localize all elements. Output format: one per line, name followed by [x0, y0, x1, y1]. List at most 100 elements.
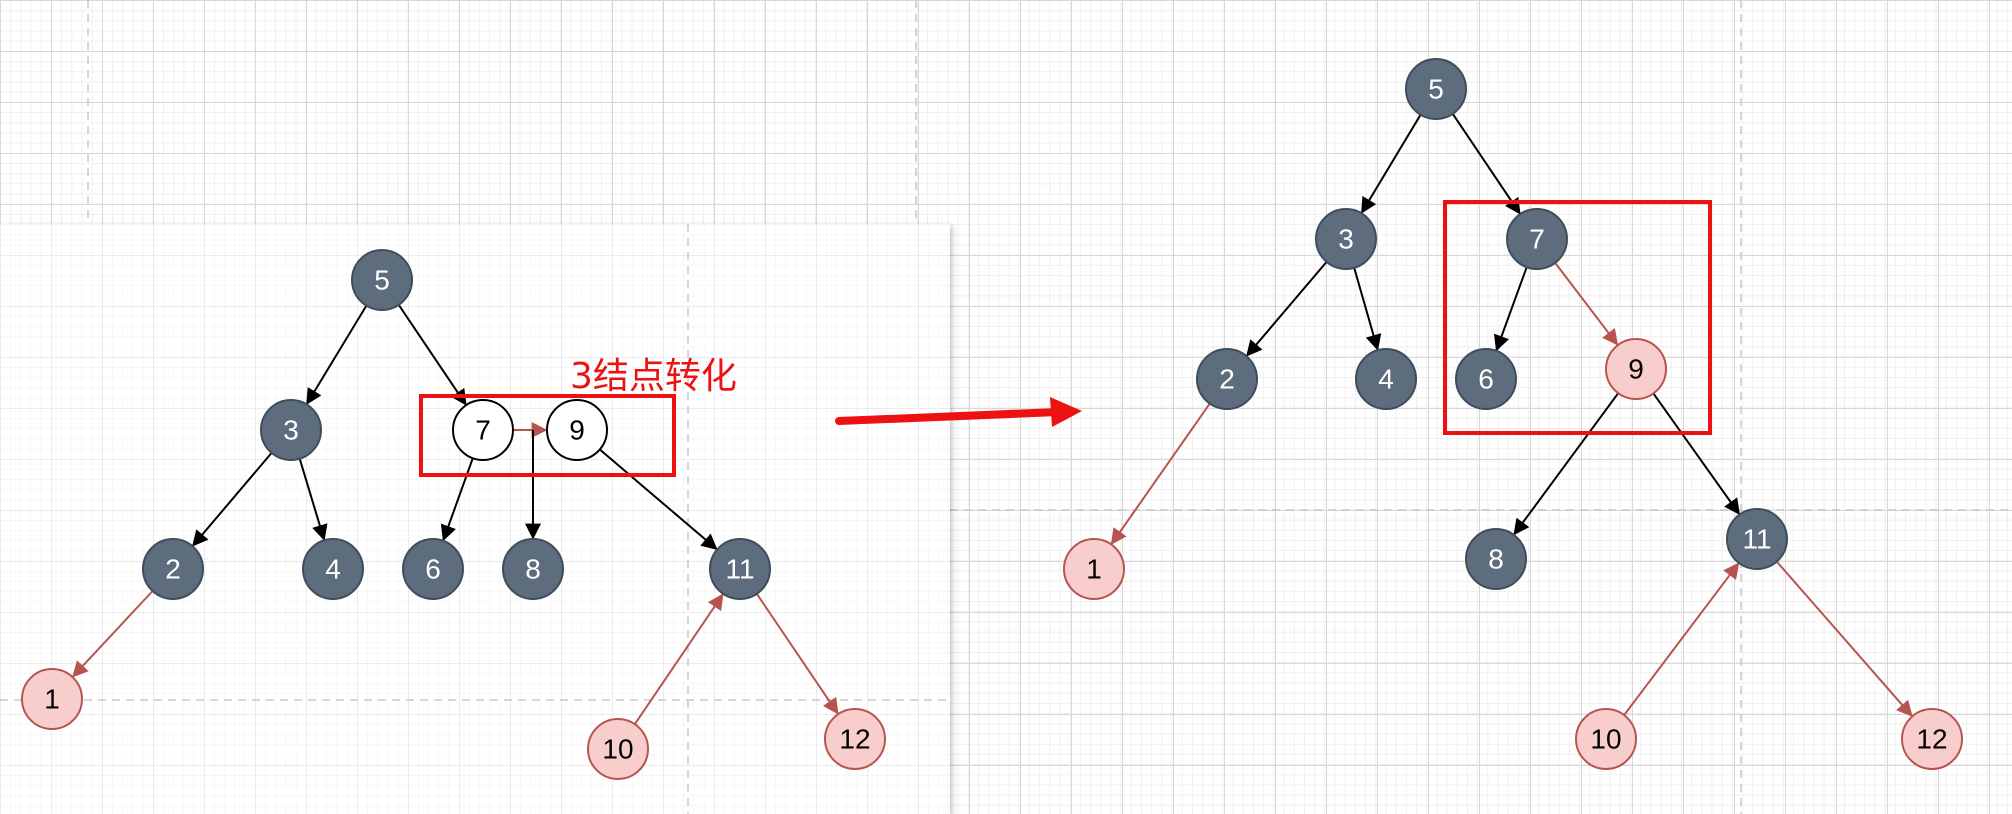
- after-highlight-box: [1443, 200, 1712, 435]
- after-edge-7-to-6: [1494, 266, 1528, 352]
- after-node-circle: [1901, 708, 1963, 770]
- after-node-11: 11: [1726, 508, 1788, 570]
- after-node-12: 12: [1901, 708, 1963, 770]
- before-node-6: 6: [402, 538, 464, 600]
- after-node-3: 3: [1315, 208, 1377, 270]
- before-node-circle: [351, 249, 413, 311]
- before-node-8: 8: [502, 538, 564, 600]
- page-guides: [87, 0, 2012, 814]
- after-node-circle: [1506, 208, 1568, 270]
- edges-layer: [72, 113, 1913, 725]
- transform-arrow: [835, 397, 1082, 427]
- before-node-circle: [302, 538, 364, 600]
- before-edge-11-to-12: [755, 593, 839, 715]
- before-node-label: 11: [725, 554, 754, 585]
- after-edge-11-to-12: [1776, 560, 1913, 717]
- before-node-circle: [587, 718, 649, 780]
- before-node-label: 5: [374, 265, 390, 296]
- after-node-circle: [1455, 348, 1517, 410]
- after-node-circle: [1315, 208, 1377, 270]
- after-node-9: 9: [1605, 338, 1667, 400]
- after-node-circle: [1405, 58, 1467, 120]
- before-node-label: 7: [475, 415, 491, 446]
- after-node-circle: [1063, 538, 1125, 600]
- before-edge-10-to-11: [633, 593, 724, 725]
- before-node-12: 12: [824, 708, 886, 770]
- before-node-2: 2: [142, 538, 204, 600]
- before-node-10: 10: [587, 718, 649, 780]
- after-node-label: 1: [1086, 554, 1102, 585]
- after-edge-5-to-7: [1451, 113, 1521, 215]
- after-node-label: 11: [1742, 524, 1771, 555]
- after-node-5: 5: [1405, 58, 1467, 120]
- after-node-2: 2: [1196, 348, 1258, 410]
- after-node-label: 6: [1478, 364, 1494, 395]
- after-edge-2-to-1: [1110, 403, 1211, 545]
- before-node-label: 8: [525, 554, 541, 585]
- after-node-4: 4: [1355, 348, 1417, 410]
- after-edge-7-to-9: [1554, 262, 1619, 346]
- after-node-label: 3: [1338, 224, 1354, 255]
- after-node-label: 9: [1628, 354, 1644, 385]
- annotation-label: 3结点转化: [570, 356, 737, 397]
- before-node-1: 1: [21, 668, 83, 730]
- before-node-circle: [21, 668, 83, 730]
- after-node-circle: [1726, 508, 1788, 570]
- before-edge-9-to-11: [599, 448, 718, 550]
- after-node-10: 10: [1575, 708, 1637, 770]
- before-node-label: 1: [44, 684, 60, 715]
- before-node-label: 9: [569, 415, 585, 446]
- after-node-circle: [1465, 528, 1527, 590]
- after-node-circle: [1575, 708, 1637, 770]
- before-node-3: 3: [260, 399, 322, 461]
- after-edge-10-to-11: [1623, 562, 1740, 716]
- before-node-circle: [142, 538, 204, 600]
- before-node-circle: [452, 399, 514, 461]
- after-node-label: 7: [1529, 224, 1545, 255]
- after-node-circle: [1196, 348, 1258, 410]
- before-node-label: 6: [425, 554, 441, 585]
- before-node-4: 4: [302, 538, 364, 600]
- before-edge-7-to-6: [440, 457, 474, 542]
- before-node-label: 4: [325, 554, 341, 585]
- after-edge-3-to-4: [1353, 267, 1382, 351]
- after-node-label: 8: [1488, 544, 1504, 575]
- before-node-circle: [260, 399, 322, 461]
- before-panel: [0, 224, 950, 814]
- after-node-1: 1: [1063, 538, 1125, 600]
- after-node-label: 12: [1916, 724, 1947, 755]
- before-node-label: 3: [283, 415, 299, 446]
- before-node-circle: [709, 538, 771, 600]
- before-node-label: 2: [165, 554, 181, 585]
- before-edge-2-to-1: [72, 590, 154, 678]
- before-edge-3-to-2: [192, 452, 273, 547]
- before-node-circle: [502, 538, 564, 600]
- after-edge-3-to-2: [1246, 261, 1328, 357]
- after-edge-9-to-11: [1652, 392, 1740, 516]
- before-edge-3-to-4: [298, 458, 328, 541]
- before-node-9: 9: [546, 399, 608, 461]
- after-node-7: 7: [1506, 208, 1568, 270]
- after-node-circle: [1355, 348, 1417, 410]
- before-edge-5-to-7: [397, 304, 467, 406]
- before-node-5: 5: [351, 249, 413, 311]
- before-edge-5-to-3: [306, 305, 368, 405]
- before-node-circle: [546, 399, 608, 461]
- before-node-11: 11: [709, 538, 771, 600]
- after-node-label: 2: [1219, 364, 1235, 395]
- before-node-circle: [824, 708, 886, 770]
- after-node-8: 8: [1465, 528, 1527, 590]
- before-highlight-box: [419, 394, 676, 477]
- before-node-circle: [402, 538, 464, 600]
- before-node-label: 12: [839, 724, 870, 755]
- after-node-circle: [1605, 338, 1667, 400]
- after-edge-9-to-8: [1513, 392, 1620, 536]
- after-edge-5-to-3: [1361, 114, 1422, 214]
- after-node-label: 5: [1428, 74, 1444, 105]
- before-node-7: 7: [452, 399, 514, 461]
- before-node-label: 10: [602, 734, 633, 765]
- after-node-label: 10: [1590, 724, 1621, 755]
- after-node-label: 4: [1378, 364, 1394, 395]
